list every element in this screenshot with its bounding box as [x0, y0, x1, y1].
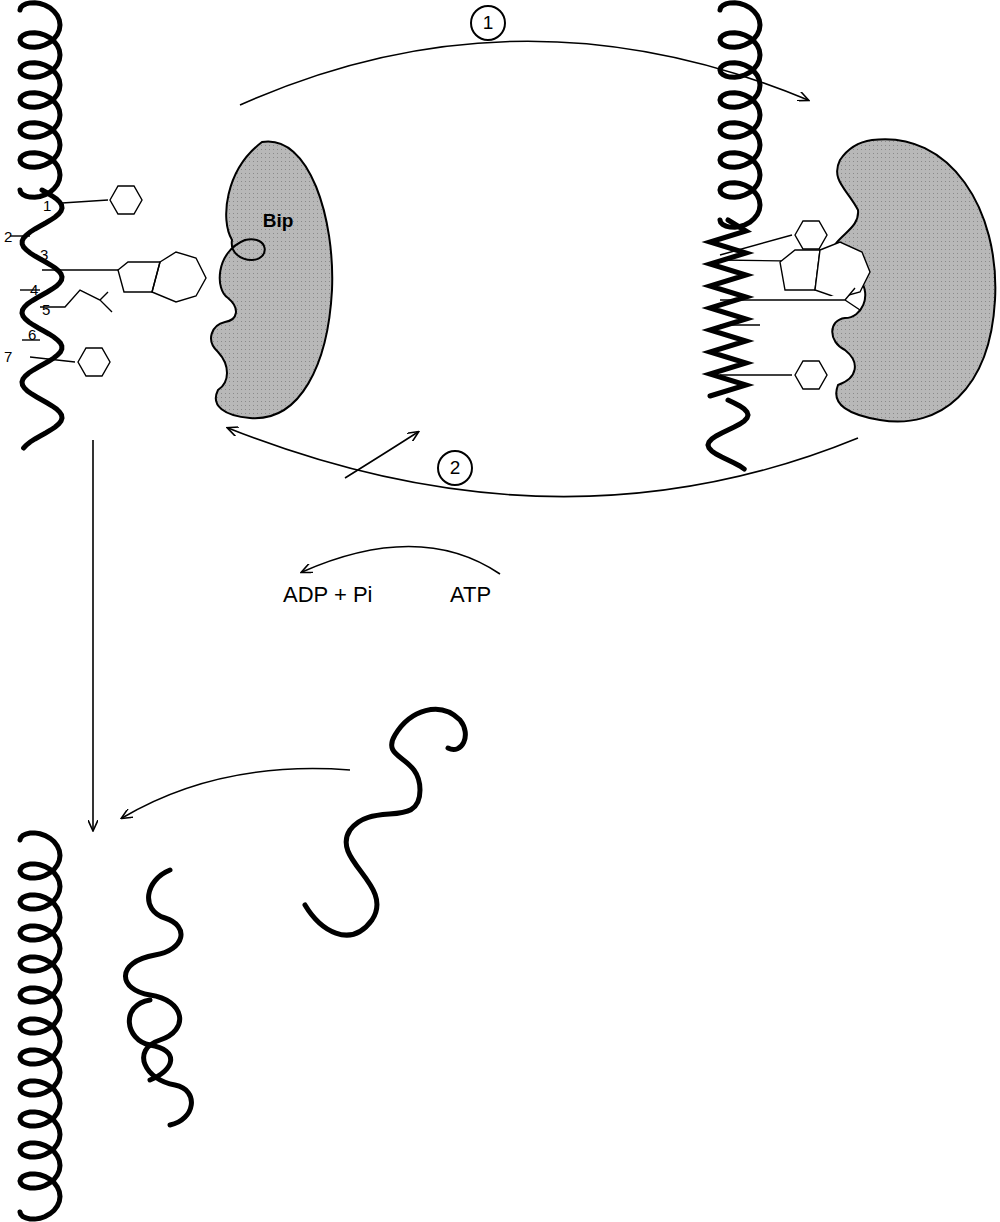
peptide	[125, 709, 465, 1125]
side-chains	[10, 186, 206, 376]
bip-shape	[211, 141, 332, 418]
residue-number: 5	[42, 302, 50, 317]
helix-stroke	[710, 220, 746, 396]
residue-number: 7	[4, 349, 12, 364]
residue-number: 3	[40, 247, 48, 262]
residue-number: 2	[4, 229, 12, 244]
arrows	[93, 41, 858, 830]
bip-outline	[200, 140, 335, 422]
residue-number: 1	[43, 198, 51, 213]
residue-number: 6	[28, 327, 36, 342]
step-number: 2	[437, 450, 473, 486]
callout-number: 1	[483, 12, 494, 34]
protein-name: Bip	[263, 210, 294, 232]
helix-stroke	[20, 3, 60, 198]
callout-number: 2	[450, 457, 461, 479]
bip-chaperone: Bip	[200, 140, 335, 422]
bound-side-chains	[780, 221, 870, 389]
helix-stroke	[720, 3, 760, 228]
helix-stroke	[20, 833, 60, 1219]
helix-stroke	[22, 190, 62, 448]
residue-number: 4	[30, 282, 38, 297]
helix	[20, 3, 760, 1219]
helix-stroke	[708, 400, 748, 469]
reaction-label: ADP + Pi	[283, 584, 372, 606]
reaction-label: ATP	[450, 584, 491, 606]
step-number: 1	[470, 5, 506, 41]
